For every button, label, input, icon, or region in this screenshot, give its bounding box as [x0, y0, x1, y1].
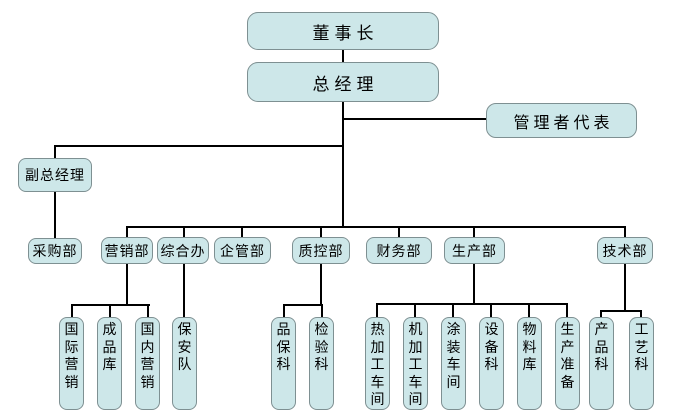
node-hot-processing: 热加工车间 [365, 317, 390, 410]
connector-trunk [342, 102, 344, 228]
node-general-office: 综合办 [157, 237, 209, 264]
connector-drop-materials [528, 304, 530, 317]
node-production-prep: 生产准备 [555, 317, 580, 410]
connector-tech-stem [624, 263, 626, 312]
node-intl-marketing: 国际营销 [59, 317, 84, 410]
node-quality-assurance: 品保科 [271, 317, 296, 410]
connector-drop-marketing [126, 226, 128, 238]
connector-qc-stem [320, 263, 322, 306]
node-chairman: 董事长 [247, 12, 439, 50]
connector-drop-inspection [321, 305, 323, 317]
node-production: 生产部 [444, 237, 505, 264]
connector-drop-product [600, 311, 602, 317]
node-product-section: 产品科 [589, 317, 614, 410]
node-purchasing: 采购部 [28, 238, 82, 264]
node-painting: 涂装车间 [441, 317, 466, 410]
connector-drop-production [473, 226, 475, 238]
node-management-rep: 管理者代表 [486, 103, 637, 138]
node-finished-goods: 成品库 [97, 317, 122, 410]
node-materials: 物料库 [517, 317, 542, 410]
node-enterprise-mgmt: 企管部 [214, 237, 271, 264]
connector-drop-qa [283, 305, 285, 317]
connector-drop-general-office [183, 226, 185, 238]
connector-drop-process [640, 311, 642, 317]
node-machining: 机加工车间 [403, 317, 428, 410]
connector-drop-finished [109, 305, 111, 317]
connector-dept-row [126, 226, 626, 228]
node-inspection: 检验科 [309, 317, 334, 410]
connector-drop-intl [71, 305, 73, 317]
node-domestic-marketing: 国内营销 [135, 317, 160, 410]
connector-security [183, 263, 185, 317]
connector-mgmt-rep [344, 118, 486, 120]
connector-deputy-purchasing [54, 192, 56, 238]
connector-drop-prep [566, 304, 568, 317]
connector-production-children [376, 303, 568, 305]
connector-drop-technology [624, 226, 626, 238]
connector-deputy-drop [54, 146, 56, 158]
node-equipment: 设备科 [479, 317, 504, 410]
connector-deputy-h [54, 145, 344, 147]
node-security-team: 保安队 [172, 317, 197, 410]
connector-drop-machining [414, 304, 416, 317]
node-deputy-gm: 副总经理 [18, 158, 92, 192]
node-general-manager: 总经理 [247, 62, 439, 102]
node-process-section: 工艺科 [629, 317, 654, 410]
connector-drop-domestic [147, 305, 149, 317]
node-technology: 技术部 [597, 237, 653, 264]
node-finance: 财务部 [366, 237, 432, 264]
connector-drop-hot [376, 304, 378, 317]
connector-marketing-stem [126, 263, 128, 306]
node-marketing: 营销部 [101, 237, 153, 264]
node-quality-control: 质控部 [292, 237, 350, 264]
connector-drop-finance [398, 226, 400, 238]
connector-drop-enterprise [241, 226, 243, 238]
connector-drop-painting [452, 304, 454, 317]
connector-qc-children [283, 304, 323, 306]
connector-production-stem [473, 263, 475, 305]
connector-chairman-gm [342, 50, 344, 62]
connector-tech-children [600, 310, 642, 312]
connector-drop-qc [320, 226, 322, 238]
connector-drop-equipment [490, 304, 492, 317]
